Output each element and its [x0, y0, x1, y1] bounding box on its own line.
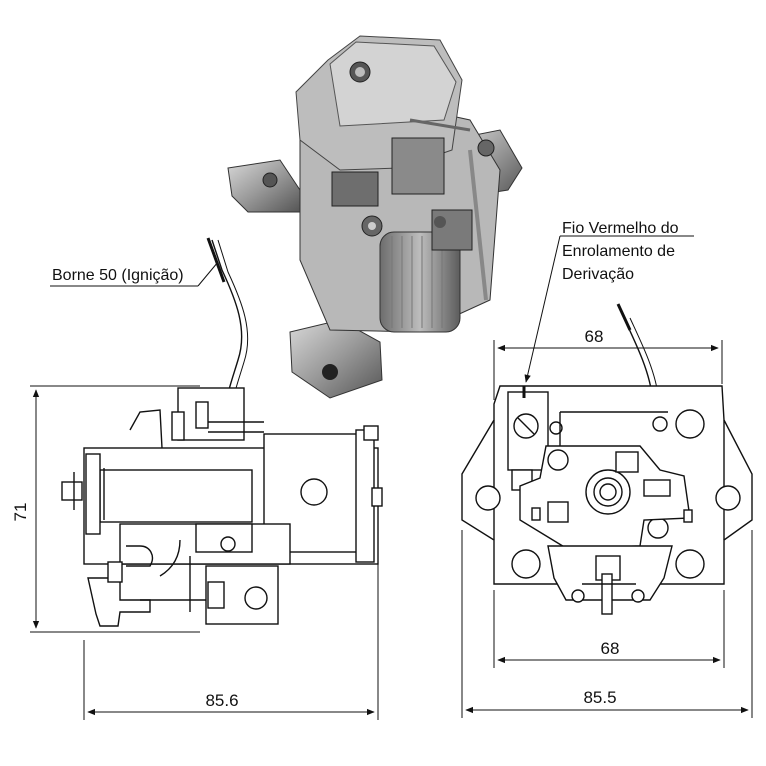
side-view-drawing [50, 237, 383, 627]
front-view-dimensions [461, 340, 753, 718]
dim-front-bottom-width: 68 [601, 639, 620, 658]
dim-front-overall-width: 85.5 [583, 688, 616, 707]
dim-side-width: 85.6 [205, 691, 238, 710]
front-view-drawing [461, 235, 753, 615]
fio-label-line1: Fio Vermelho do [562, 220, 679, 237]
fio-label-line3: Derivação [562, 266, 634, 283]
dim-side-height: 71 [11, 503, 30, 522]
side-view-dimensions [30, 385, 379, 720]
dim-front-top-width: 68 [585, 327, 604, 346]
borne-label: Borne 50 (Ignição) [52, 267, 184, 284]
component-photo [227, 35, 523, 399]
fio-label-line2: Enrolamento de [562, 243, 675, 260]
